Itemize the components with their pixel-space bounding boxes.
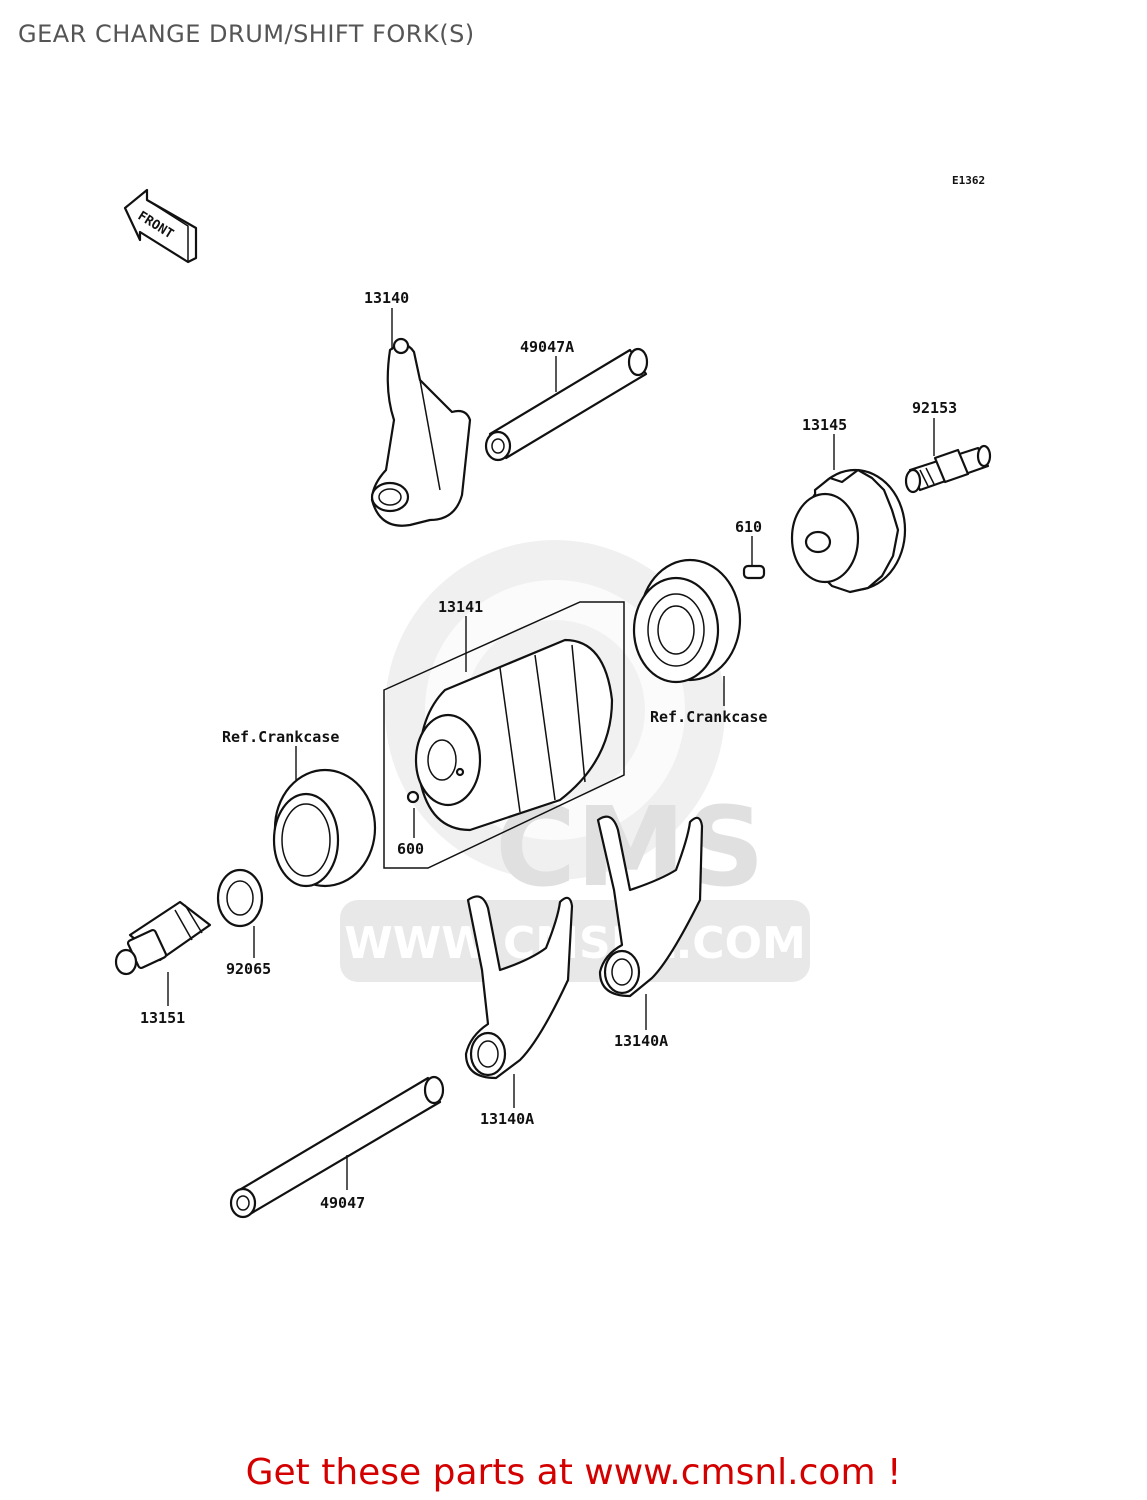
page-title: GEAR CHANGE DRUM/SHIFT FORK(S) <box>18 20 475 48</box>
shift-fork-13140A-center <box>464 895 574 1080</box>
bearing-left <box>272 768 377 888</box>
bearing-right <box>632 558 742 684</box>
label-ref-crankcase-right: Ref.Crankcase <box>650 708 767 726</box>
neutral-switch-13151 <box>114 900 212 976</box>
label-13151: 13151 <box>140 1009 185 1027</box>
shift-rod-49047A <box>484 347 649 462</box>
shift-rod-49047 <box>229 1075 445 1219</box>
shift-drum-cam-13145 <box>790 468 907 594</box>
footer-link-text[interactable]: Get these parts at www.cmsnl.com ! <box>245 1452 902 1493</box>
bolt-92153 <box>904 444 992 494</box>
front-arrow-icon: FRONT <box>123 188 198 264</box>
diagram-code: E1362 <box>952 174 985 187</box>
label-13145: 13145 <box>802 416 847 434</box>
shift-fork-13140A-right <box>596 815 704 998</box>
label-13140A-right: 13140A <box>614 1032 668 1050</box>
label-13140: 13140 <box>364 289 409 307</box>
label-49047A: 49047A <box>520 338 574 356</box>
label-610: 610 <box>735 518 762 536</box>
pin-610 <box>742 564 766 580</box>
label-92065: 92065 <box>226 960 271 978</box>
shift-drum-13141 <box>414 638 614 832</box>
shift-fork-13140 <box>370 337 472 527</box>
label-ref-crankcase-left: Ref.Crankcase <box>222 728 339 746</box>
label-600: 600 <box>397 840 424 858</box>
leader-lines <box>167 308 935 1190</box>
ball-600 <box>406 790 420 804</box>
label-13140A-center: 13140A <box>480 1110 534 1128</box>
drum-assembly-box <box>383 601 625 869</box>
label-49047: 49047 <box>320 1194 365 1212</box>
washer-92065 <box>216 868 264 928</box>
label-13141: 13141 <box>438 598 483 616</box>
watermark-url: WWW.CMSNL.COM <box>344 918 806 969</box>
label-92153: 92153 <box>912 399 957 417</box>
